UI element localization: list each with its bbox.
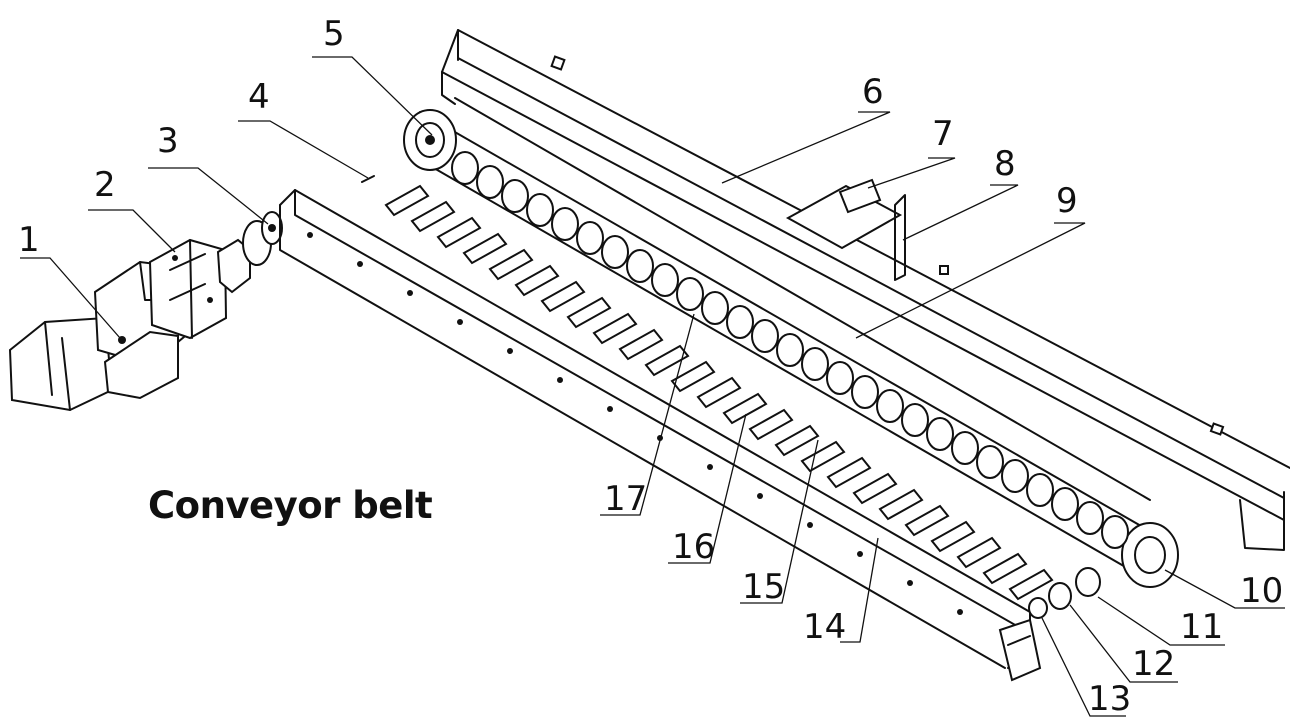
leader-lines — [20, 56, 1285, 717]
callout-11: 11 — [1180, 607, 1223, 647]
sensor-bracket — [785, 178, 906, 281]
callout-9: 9 — [1056, 181, 1078, 221]
callout-16: 16 — [672, 527, 715, 567]
callout-3: 3 — [157, 121, 179, 161]
reducer — [148, 238, 228, 340]
drive-pulley — [403, 109, 457, 171]
callout-10: 10 — [1240, 571, 1283, 611]
callout-5: 5 — [323, 14, 345, 54]
caption: Conveyor belt — [148, 484, 433, 527]
callout-14: 14 — [803, 607, 846, 647]
pin — [361, 175, 375, 183]
coupling — [216, 211, 283, 294]
callout-7: 7 — [932, 114, 954, 154]
callout-6: 6 — [862, 72, 884, 112]
callout-13: 13 — [1088, 679, 1131, 718]
roller-row — [451, 151, 1129, 549]
callout-12: 12 — [1132, 644, 1175, 684]
end-bearings — [1028, 567, 1101, 619]
back-frame — [441, 29, 1290, 551]
idler-pulley — [1121, 522, 1179, 588]
callout-2: 2 — [94, 165, 116, 205]
callout-numbers: 1 2 3 4 5 6 7 8 9 10 11 12 13 14 15 16 1… — [18, 14, 1283, 718]
callout-8: 8 — [994, 144, 1016, 184]
callout-1: 1 — [18, 220, 40, 260]
belt-loop — [419, 97, 1151, 581]
callout-15: 15 — [742, 567, 785, 607]
shaft-row — [384, 184, 1054, 601]
end-bracket — [998, 618, 1042, 682]
callout-17: 17 — [604, 479, 647, 519]
callout-4: 4 — [248, 77, 270, 117]
